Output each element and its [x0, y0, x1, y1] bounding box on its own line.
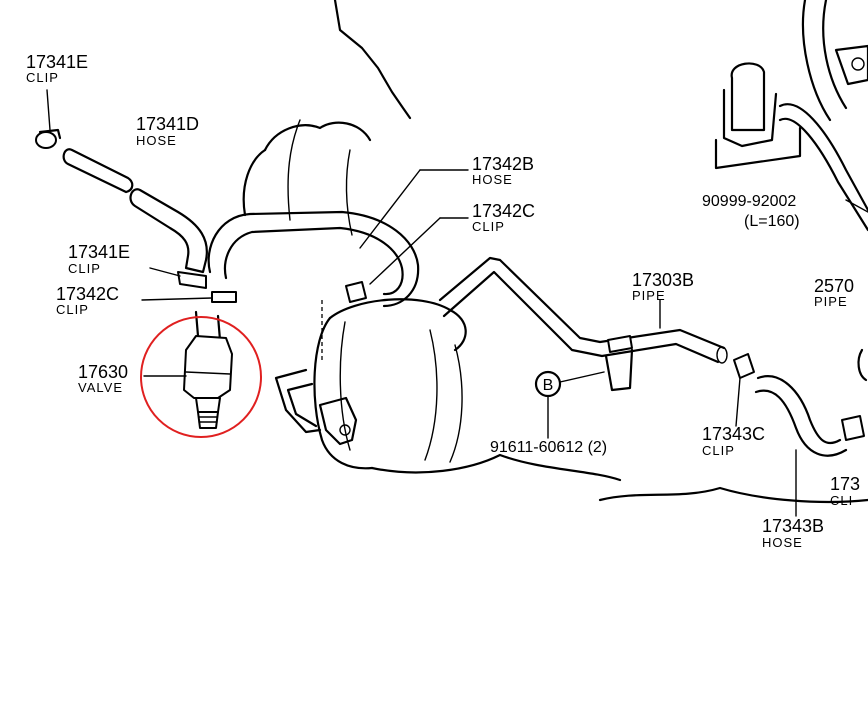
clips-valve-top — [141, 267, 237, 303]
hose-17342b — [207, 169, 469, 308]
label-90999-length: (L=160) — [744, 213, 800, 230]
label-2570-number: 2570 — [814, 276, 854, 296]
label-17342c-left-name: CLIP — [56, 302, 89, 317]
label-17343c-number: 17343C — [702, 424, 765, 444]
label-17341d-name: HOSE — [136, 133, 177, 148]
label-17342c-left-number: 17342C — [56, 284, 119, 304]
label-edge-name: CLI — [830, 493, 853, 508]
pipe-17303b — [438, 256, 728, 392]
label-17342b-number: 17342B — [472, 154, 534, 174]
label-17630-number: 17630 — [78, 362, 128, 382]
bolt-marker: B — [534, 370, 605, 439]
upper-right-assembly — [714, 0, 868, 232]
label-17343c-name: CLIP — [702, 443, 735, 458]
hose-17341d — [62, 148, 208, 274]
label-17341e-mid-name: CLIP — [68, 261, 101, 276]
label-17341e-mid-number: 17341E — [68, 242, 130, 262]
label-17342b-name: HOSE — [472, 172, 513, 187]
label-17343b-name: HOSE — [762, 535, 803, 550]
clip-17342c-right-shape — [345, 217, 469, 303]
label-17303b-number: 17303B — [632, 270, 694, 290]
label-17303b-name: PIPE — [632, 288, 666, 303]
valve-17630 — [143, 310, 233, 429]
bolt-ref-letter: B — [543, 377, 554, 394]
label-17341e-top-number: 17341E — [26, 52, 88, 72]
label-90999-number: 90999-92002 — [702, 193, 796, 210]
label-17341e-top-name: CLIP — [26, 70, 59, 85]
label-17342c-right-name: CLIP — [472, 219, 505, 234]
label-edge-number: 173 — [830, 474, 860, 494]
label-17341d-number: 17341D — [136, 114, 199, 134]
clip-17341e-top-shape — [35, 89, 62, 149]
label-17342c-right-number: 17342C — [472, 201, 535, 221]
label-2570-name: PIPE — [814, 294, 848, 309]
engine-outline — [242, 0, 412, 236]
labels: 17341E CLIP 17341D HOSE 17341E CLIP 1734… — [26, 52, 860, 550]
label-17630-name: VALVE — [78, 380, 123, 395]
label-91611-number: 91611-60612 (2) — [490, 439, 607, 456]
label-17343b-number: 17343B — [762, 516, 824, 536]
highlight-circle — [140, 316, 262, 438]
canister — [274, 298, 622, 482]
hose-17343b — [598, 348, 868, 517]
